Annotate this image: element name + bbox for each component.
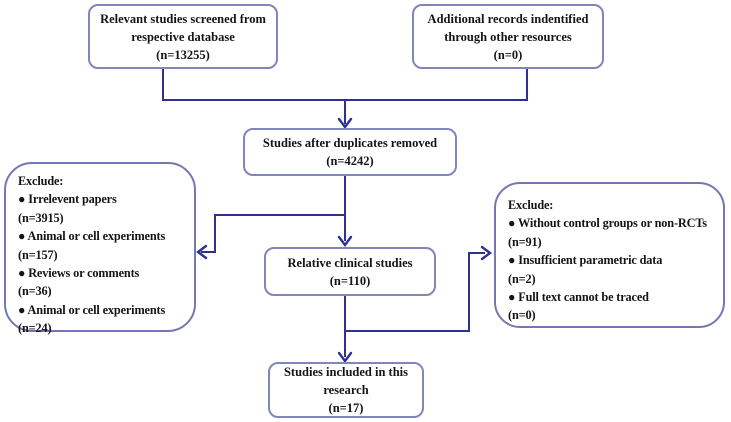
box-text-line: Relevant studies screened from [100,11,266,26]
box-text-line: respective database [131,29,235,44]
exclude-heading: Exclude: [508,198,554,212]
box-text-line: research [323,383,369,397]
exclude-item: ● Animal or cell experiments [18,229,166,244]
arrowhead-down-icon [337,351,353,363]
exclude-count: (n=2) [508,271,536,286]
arrowhead-down-icon [337,117,353,129]
box-duplicates-removed: Studies after duplicates removed (n=4242… [243,128,457,176]
connector-branch-exclude-right [345,252,485,332]
exclude-count: (n=24) [18,321,52,336]
box-text-line: (n=0) [493,47,523,62]
box-text-line: Studies included in this [283,365,408,379]
box-text-line: Studies after duplicates removed [262,136,438,150]
exclude-item: ● Animal or cell experiments [18,302,166,317]
box-text-line: (n=4242) [326,154,374,168]
exclude-item: ● Insufficient parametric data [508,253,663,268]
arrowhead-down-icon [337,235,353,247]
box-text-line: (n=13255) [156,47,210,62]
box-exclude-left: Exclude: ● Irrelevent papers (n=3915) ● … [4,162,196,335]
exclude-item: ● Without control groups or non-RCTs [508,216,707,231]
connector-branch-exclude-left [201,214,345,253]
exclude-item: ● Reviews or comments [18,266,140,281]
box-relative-clinical-studies: Relative clinical studies (n=110) [264,247,436,296]
exclude-heading: Exclude: [18,174,64,188]
exclude-item: ● Irrelevent papers [18,192,117,207]
box-text-line: Relative clinical studies [287,255,413,270]
box-studies-included: Studies included in this research (n=17) [268,362,424,418]
connector-top-merge [162,69,528,101]
exclude-count: (n=157) [18,247,58,262]
exclude-count: (n=0) [508,308,536,323]
exclude-count: (n=91) [508,234,542,249]
exclude-count: (n=36) [18,284,52,299]
exclude-item: ● Full text cannot be traced [508,290,649,305]
box-text-line: (n=110) [329,273,371,288]
exclude-count: (n=3915) [18,210,64,225]
box-additional-records: Additional records indentified through o… [412,4,604,69]
box-text-line: through other resources [444,29,572,44]
box-studies-screened: Relevant studies screened from respectiv… [88,4,278,69]
box-text-line: (n=17) [328,401,364,415]
box-exclude-right: Exclude: ● Without control groups or non… [494,182,725,328]
arrowhead-right-icon [480,245,492,261]
arrowhead-left-icon [196,244,208,260]
box-text-line: Additional records indentified [427,11,589,26]
